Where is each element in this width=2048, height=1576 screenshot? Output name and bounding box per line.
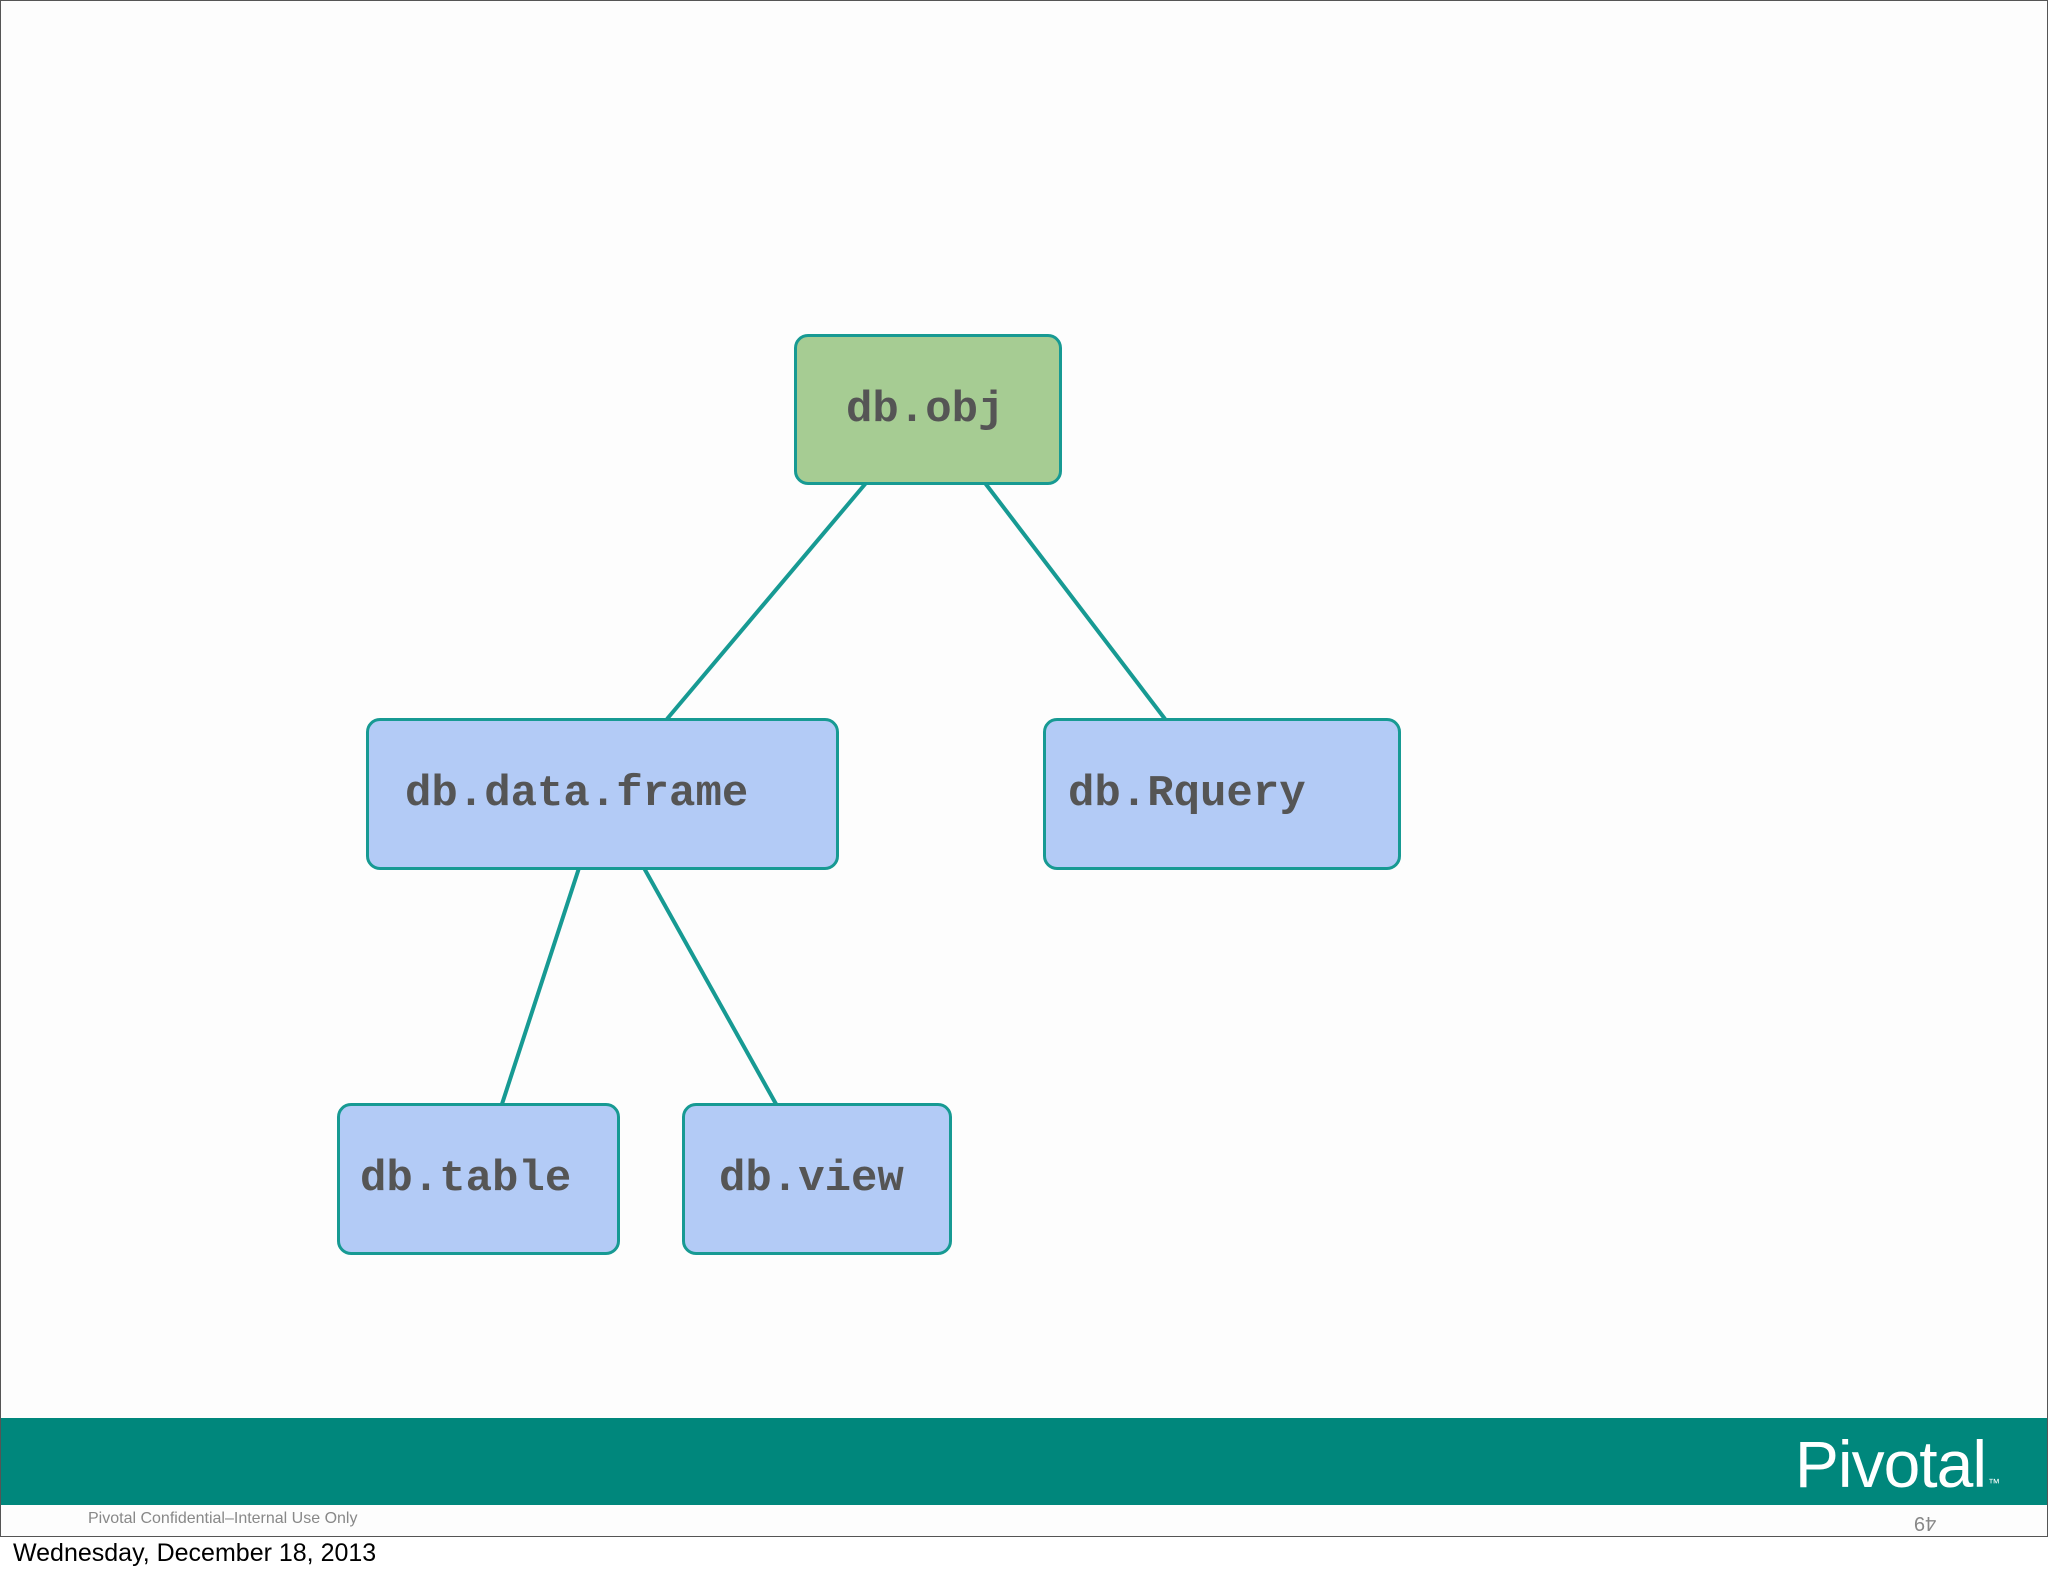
node-db-data-frame-label: db.data.frame [405, 769, 749, 819]
date-caption: Wednesday, December 18, 2013 [13, 1539, 377, 1567]
node-db-data-frame: db.data.frame [366, 718, 839, 870]
pivotal-logo-text: Pivotal [1794, 1427, 1987, 1501]
slide: db.obj db.data.frame db.Rquery db.table … [0, 0, 2048, 1537]
confidential-notice: Pivotal Confidential–Internal Use Only [88, 1510, 358, 1527]
pivotal-logo-tm: ™ [1988, 1476, 2000, 1490]
node-db-rquery: db.Rquery [1043, 718, 1401, 870]
connector-obj-to-rquery [983, 481, 1167, 721]
node-db-obj: db.obj [794, 334, 1062, 485]
node-db-view-label: db.view [719, 1154, 904, 1204]
node-db-table: db.table [337, 1103, 620, 1255]
page-number: 49 [1914, 1512, 1937, 1534]
node-db-view: db.view [682, 1103, 952, 1255]
connector-data-frame-to-table [500, 867, 581, 1105]
node-db-table-label: db.table [360, 1154, 572, 1204]
tree-connectors [500, 481, 1167, 1105]
node-db-rquery-label: db.Rquery [1068, 769, 1306, 819]
connector-data-frame-to-view [642, 867, 778, 1105]
node-db-obj-label: db.obj [846, 384, 1005, 435]
connector-obj-to-data-frame [665, 481, 868, 721]
